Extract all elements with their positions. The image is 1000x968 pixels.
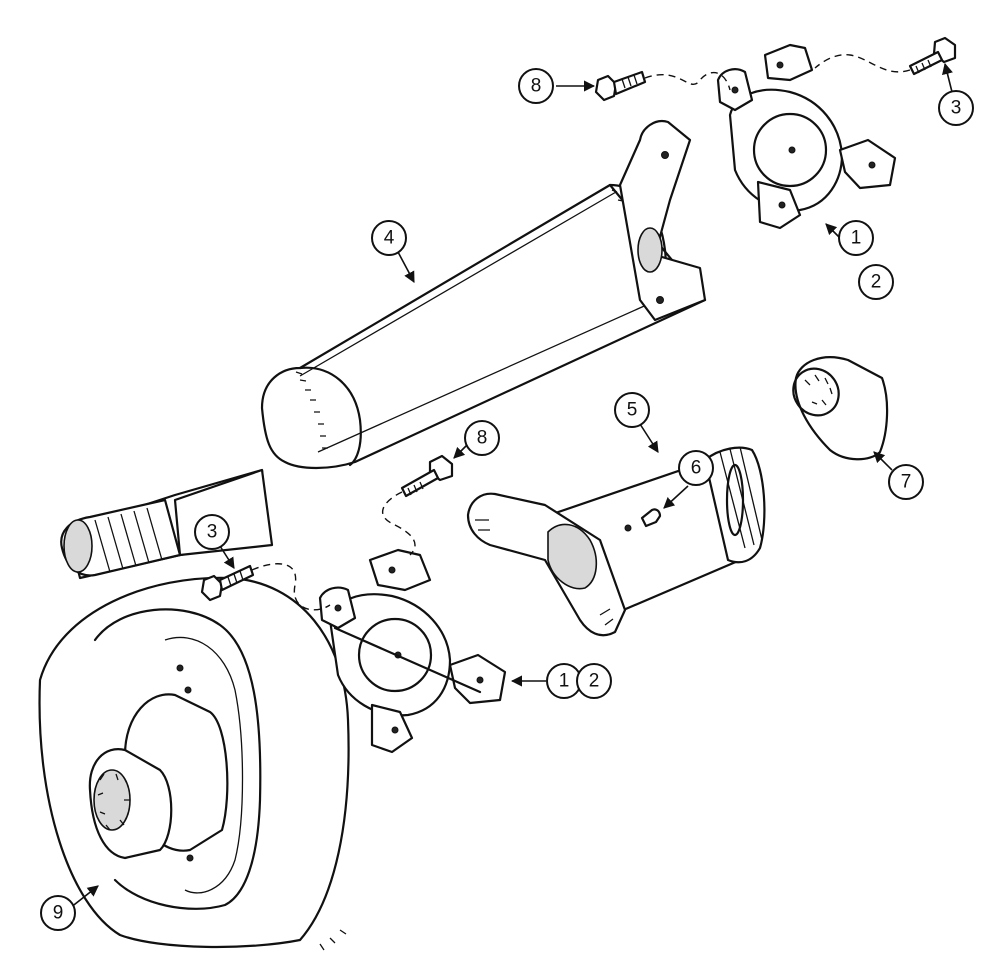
callout-2-upper-label: 2 bbox=[871, 272, 882, 293]
callout-1-upper-label: 1 bbox=[851, 228, 862, 249]
callout-8-lower-label: 8 bbox=[477, 428, 488, 449]
bolt-upper-left-part-8 bbox=[594, 70, 647, 102]
callout-4: 4 bbox=[371, 220, 407, 256]
bearing-cup-part-7 bbox=[792, 356, 889, 461]
callout-2-lower: 2 bbox=[576, 663, 612, 699]
callout-8-upper-label: 8 bbox=[531, 76, 542, 97]
flywheel-part-9 bbox=[38, 576, 350, 951]
callout-9: 9 bbox=[40, 895, 76, 931]
callout-3-upper-label: 3 bbox=[951, 98, 962, 119]
callout-6-label: 6 bbox=[691, 458, 702, 479]
dashed-line-bolt3-to-cross bbox=[814, 54, 911, 73]
callout-8-upper: 8 bbox=[518, 68, 554, 104]
bolt-lower-middle-part-8 bbox=[400, 454, 454, 498]
callout-7: 7 bbox=[888, 464, 924, 500]
dashed-line-bolt8-to-cross bbox=[644, 71, 731, 91]
callout-7-label: 7 bbox=[901, 472, 912, 493]
callout-2-upper: 2 bbox=[858, 264, 894, 300]
callout-5-label: 5 bbox=[627, 400, 638, 421]
callout-2-lower-label: 2 bbox=[589, 671, 600, 692]
callout-3-lower: 3 bbox=[194, 514, 230, 550]
callout-1-lower: 1 bbox=[546, 663, 582, 699]
callout-3-upper: 3 bbox=[938, 90, 974, 126]
callout-6: 6 bbox=[678, 450, 714, 486]
dashed-line-bolt8b-to-cross bbox=[381, 491, 416, 556]
callout-9-label: 9 bbox=[53, 903, 64, 924]
dashed-line-bolt3b-to-cross bbox=[251, 563, 331, 611]
bolt-upper-right-part-3 bbox=[908, 36, 957, 76]
callout-1-lower-label: 1 bbox=[559, 671, 570, 692]
bolt-lower-left-part-3 bbox=[200, 564, 255, 602]
callout-3-lower-label: 3 bbox=[207, 522, 218, 543]
slip-yoke-part-5 bbox=[466, 446, 766, 637]
drive-shaft-part-4 bbox=[60, 120, 707, 580]
callout-1-upper: 1 bbox=[838, 220, 874, 256]
u-joint-lower-part-1-2 bbox=[318, 548, 507, 754]
callout-5: 5 bbox=[614, 392, 650, 428]
u-joint-upper-part-1-2 bbox=[716, 43, 897, 230]
callout-8-lower: 8 bbox=[464, 420, 500, 456]
callout-4-label: 4 bbox=[384, 228, 395, 249]
